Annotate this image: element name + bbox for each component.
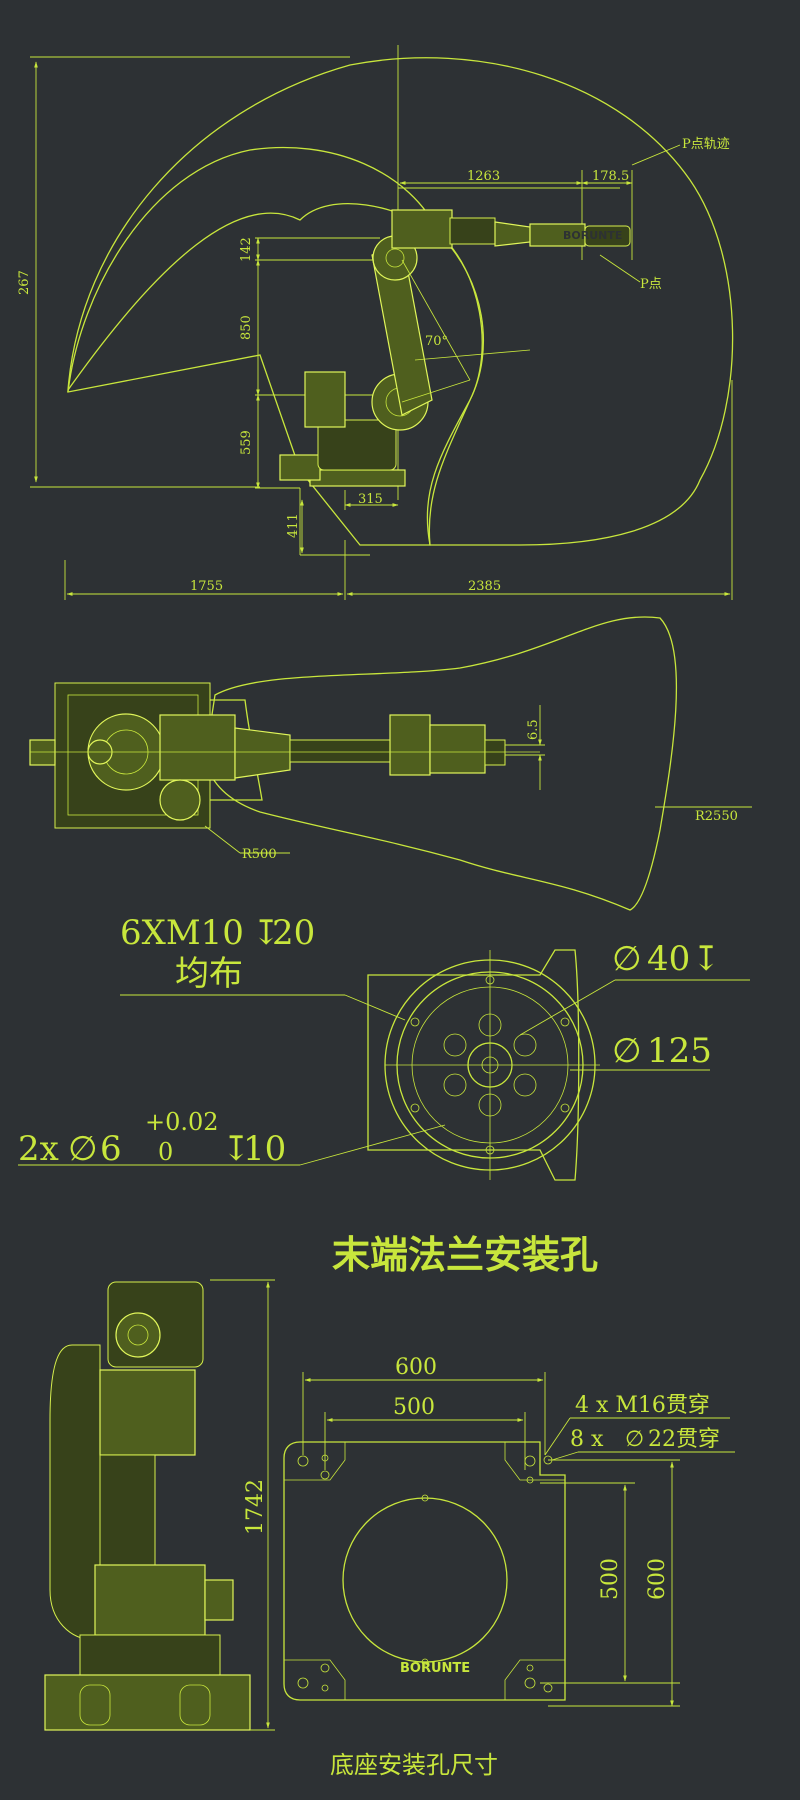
radius-r500: R500 [242, 847, 277, 862]
dim-559: 559 [239, 430, 254, 455]
diameter-symbol-40: ∅ [612, 939, 642, 979]
dim-600-height: 600 [645, 1558, 670, 1600]
diameter-symbol-22: ∅ [625, 1427, 644, 1452]
dim-850: 850 [239, 315, 254, 340]
label-p-trajectory: P点轨迹 [682, 137, 730, 152]
pin-tol-lower: 0 [158, 1138, 173, 1166]
angle-70: 70° [425, 334, 448, 349]
reach-envelope [67, 57, 734, 546]
base-plan-view: BORUNTE 600 500 4 x M16贯穿 8 x ∅ 22贯穿 500… [283, 1355, 735, 1779]
depth-symbol-2: ↧ [692, 939, 721, 979]
robot-side-silhouette: BORUNTE [279, 209, 631, 487]
depth-symbol-3: ↧ [222, 1129, 251, 1169]
flange-dia-40: 40 [647, 939, 690, 979]
flange-title: 末端法兰安装孔 [332, 1233, 598, 1277]
dim-178-5: 178.5 [592, 169, 629, 184]
base-brand: BORUNTE [400, 1661, 470, 1676]
top-reach-envelope [204, 616, 677, 911]
dim-1742: 1742 [243, 1479, 268, 1535]
holes-22: 22贯穿 [648, 1427, 720, 1452]
flange-dia-125: 125 [647, 1031, 712, 1071]
dim-411: 411 [286, 513, 301, 538]
dim-315: 315 [358, 492, 383, 507]
dim-142: 142 [239, 237, 254, 262]
pin-depth: 10 [243, 1129, 286, 1169]
holes-m16: 4 x M16贯穿 [575, 1393, 710, 1418]
dim-1263: 1263 [467, 169, 500, 184]
dim-1755: 1755 [190, 579, 223, 594]
pin-tol-upper: +0.02 [145, 1108, 219, 1136]
arm-brand-label: BORUNTE [563, 229, 622, 242]
label-p-point: P点 [640, 277, 662, 292]
dim-500-width: 500 [393, 1395, 435, 1420]
pin-dia: 6 [100, 1129, 122, 1169]
flange-holes-callout: 6XM10 [120, 913, 244, 953]
diameter-symbol-pin: ∅ [68, 1129, 98, 1169]
holes-22-prefix: 8 x [570, 1427, 604, 1452]
base-caption: 底座安装孔尺寸 [330, 1751, 498, 1779]
pin-prefix: 2x [18, 1129, 59, 1169]
base-side-view: 1742 [44, 1279, 275, 1731]
radius-r2550: R2550 [695, 809, 738, 824]
dim-2385: 2385 [468, 579, 501, 594]
flange-holes-depth: 20 [272, 913, 315, 953]
dim-500-height: 500 [598, 1558, 623, 1600]
diameter-symbol-125: ∅ [612, 1031, 642, 1071]
flange-holes-even: 均布 [175, 954, 243, 994]
dim-267: 267 [17, 270, 32, 295]
dim-600-width: 600 [395, 1355, 437, 1380]
dim-6-5: 6.5 [526, 719, 541, 740]
depth-symbol-1: ↧ [252, 913, 281, 953]
end-flange-drawing: 6XM10 ↧ 20 均布 ∅ 40 ↧ ∅ 125 2x ∅ 6 +0.02 … [18, 913, 750, 1277]
top-view-workspace: 6.5 R2550 R500 [29, 616, 752, 911]
side-view-workspace: BORUNTE 267 1263 178.5 P点轨迹 P点 142 850 5… [17, 45, 734, 600]
